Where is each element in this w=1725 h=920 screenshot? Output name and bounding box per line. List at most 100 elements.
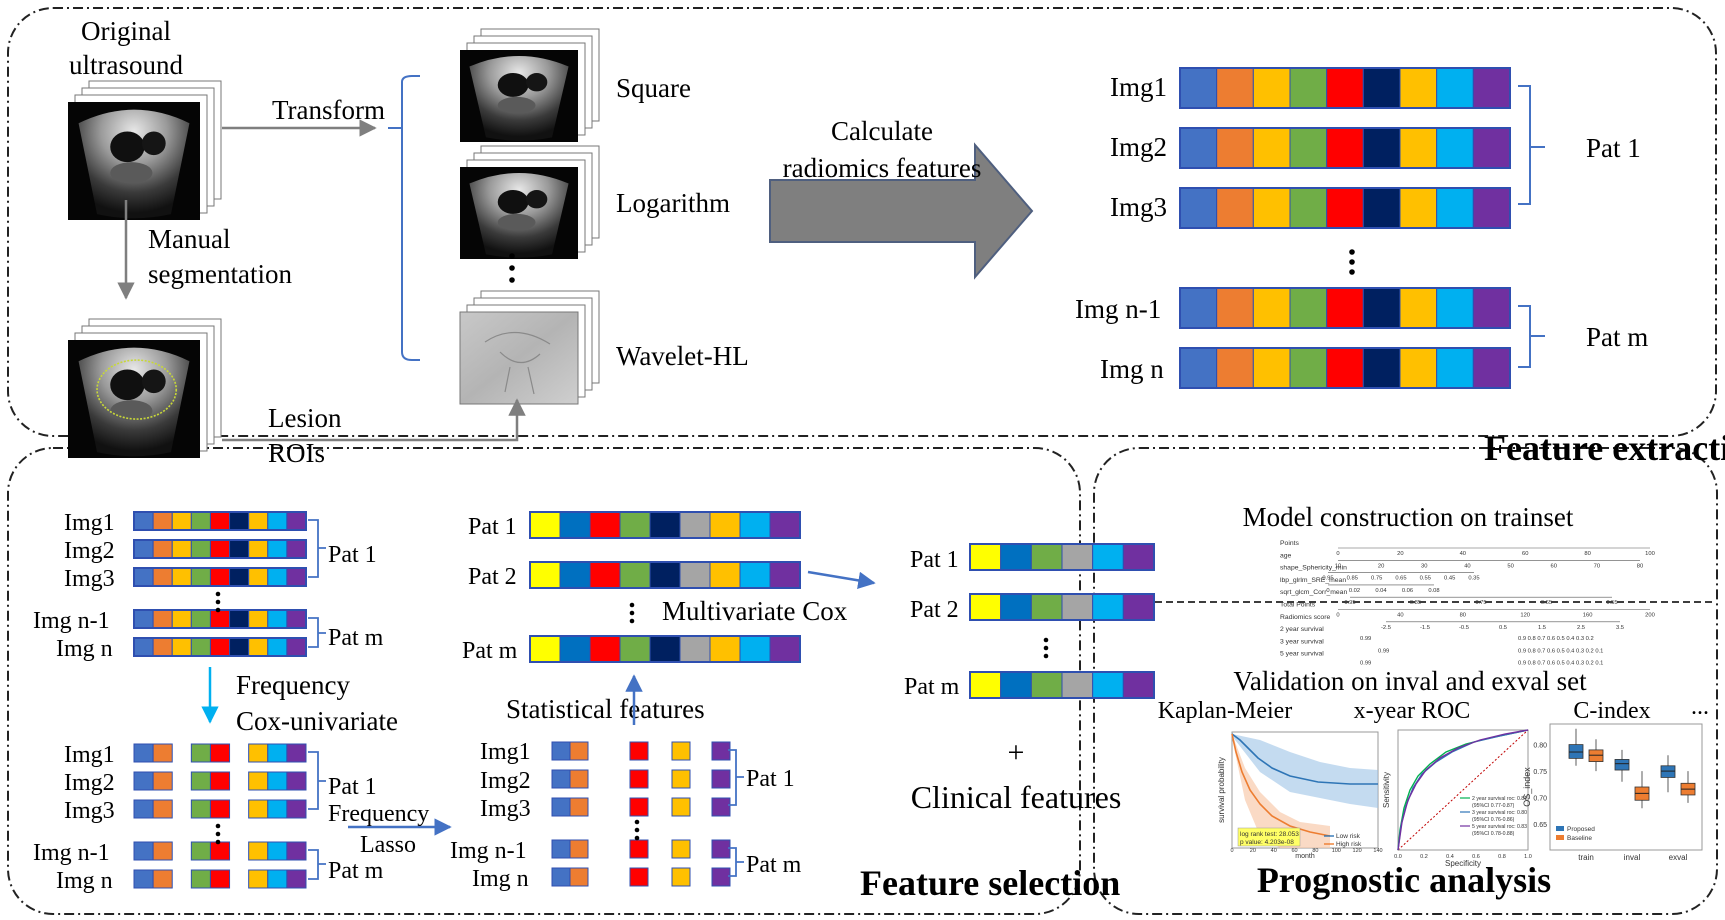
multivariate-patient-bars <box>529 511 801 663</box>
cox-pat1-label: Pat 1 <box>328 774 377 800</box>
nomogram-tick: 0.75 <box>1475 600 1486 606</box>
nomogram-tick: 40 <box>1460 551 1466 557</box>
original-ultrasound-image <box>68 102 200 220</box>
km-low-risk-curve <box>1231 733 1378 785</box>
sel-feature-bar-3 <box>133 567 307 587</box>
sel-feature-bar-1 <box>133 511 307 531</box>
ci-box-2 <box>1588 739 1604 772</box>
multi-pat2-label: Pat 2 <box>468 564 517 590</box>
km-logrank-box <box>1237 827 1301 847</box>
ci-group-label: train <box>1578 853 1594 862</box>
nomogram-tick: 70 <box>1594 563 1600 569</box>
nomogram-row-label: Total Points <box>1280 602 1316 609</box>
feature-selection-title: Feature selection <box>860 863 1120 903</box>
final-patm-label: Pat m <box>904 674 960 700</box>
km-x-tick: 140 <box>1373 848 1382 854</box>
nomogram-tick: -0.5 <box>1459 625 1469 631</box>
sel-feature-bar-4 <box>133 609 307 629</box>
nomogram-row-label: sqrt_glcm_Corr_mean <box>1280 589 1347 596</box>
nomogram-tick: 0.08 <box>1428 588 1439 594</box>
lasso-pat1-bracket <box>728 749 744 806</box>
lasso-ellipsis <box>634 819 640 841</box>
filter-square-label: Square <box>616 73 691 103</box>
cox-patm-bracket <box>308 849 326 880</box>
nomogram-tick: 1.5 <box>1538 625 1546 631</box>
cox-ellipsis <box>215 823 221 845</box>
nomogram-tick: 0.95 <box>1322 576 1333 582</box>
final-patient-bar-3 <box>969 671 1155 699</box>
km-x-tick: 100 <box>1332 848 1341 854</box>
filter-wavelet-label: Wavelet-HL <box>616 341 749 371</box>
lasso-patm-bracket <box>728 847 744 877</box>
extracted-feature-bars <box>1179 67 1511 389</box>
cox-patm-label: Pat m <box>328 858 384 884</box>
cox-feature-bar-2 <box>133 771 307 791</box>
nomogram-tick: 0.75 <box>1371 576 1382 582</box>
cox-feature-bar-3 <box>133 799 307 819</box>
nomogram-row-label: 2 year survival <box>1280 626 1324 633</box>
lasso-patm-label: Pat m <box>746 852 802 878</box>
nomogram-tick: 60 <box>1550 563 1556 569</box>
nomogram-row-label: age <box>1280 552 1292 559</box>
roc-legend-entry: (95%CI 0.78-0.88) <box>1472 831 1515 837</box>
freq-cox-label: Frequency <box>236 670 350 700</box>
nomogram-tick: 0.06 <box>1402 588 1413 594</box>
km-high-risk-curve <box>1231 733 1331 837</box>
lasso-img1-label: Img1 <box>480 739 531 765</box>
final-patient-bar-2 <box>969 593 1155 621</box>
ext-imgn1-label: Img n-1 <box>1075 294 1161 324</box>
ci-legend-baseline: Baseline <box>1567 835 1592 842</box>
nomogram-tick: 0.85 <box>1410 600 1421 606</box>
calculate-label-2: radiomics features <box>783 153 982 183</box>
nomogram-survival-start: 0.99 <box>1360 661 1371 667</box>
nomogram-tick: 10 <box>1335 563 1341 569</box>
filtered-image-stacks <box>459 28 600 405</box>
lasso-img3-label: Img3 <box>480 796 531 822</box>
final-patient-bar-1 <box>969 543 1155 571</box>
roc-legend-entry: 2 year survival roc: 0.81 <box>1472 796 1527 802</box>
roc-x-tick: 0.6 <box>1472 854 1480 860</box>
lasso-feature-bar-5 <box>551 867 731 887</box>
km-high-risk-ci <box>1232 734 1330 848</box>
ci-group-label: inval <box>1624 853 1641 862</box>
nomogram-tick: 0 <box>1326 588 1329 594</box>
nomogram-tick: 0.5 <box>1499 625 1507 631</box>
segmented-ultrasound-image <box>68 340 200 458</box>
validation-title: Validation on inval and exval set <box>1233 666 1587 696</box>
ext-ellipsis <box>1349 249 1355 275</box>
roc-diagonal <box>1397 729 1529 851</box>
nomogram-tick: 2.5 <box>1577 625 1585 631</box>
cindex-title: C-index <box>1573 698 1650 724</box>
ci-y-tick: 0.70 <box>1533 796 1547 803</box>
sel-pat1-bracket <box>308 519 326 578</box>
nomogram-row-label: lbp_glrlm_SRE_mean <box>1280 577 1346 584</box>
nomogram-tick: 0.02 <box>1349 588 1360 594</box>
nomogram-tick: -2.5 <box>1381 625 1391 631</box>
lasso-feature-bar-1 <box>551 741 731 761</box>
nomogram-tick: 0.55 <box>1420 576 1431 582</box>
ext-pat1-bracket <box>1518 85 1545 205</box>
sel-feature-bar-5 <box>133 637 307 657</box>
lasso-img2-label: Img2 <box>480 768 531 794</box>
ci-y-tick: 0.75 <box>1533 769 1547 776</box>
lasso-imgn-label: Img n <box>472 866 529 892</box>
nomogram-tick: 0.95 <box>1344 600 1355 606</box>
rois-label: ROIs <box>268 438 325 468</box>
nomogram-survival-ticks: 0.9 0.8 0.7 0.6 0.5 0.4 0.3 0.2 0.1 <box>1518 648 1603 654</box>
multi-patient-bar-2 <box>529 561 801 589</box>
final-pat1-label: Pat 1 <box>910 547 959 573</box>
lasso-filtered-feature-bars <box>551 741 731 887</box>
statistical-features-label: Statistical features <box>506 694 705 724</box>
ext-img3-label: Img3 <box>1110 192 1167 222</box>
nomogram-tick: 0.35 <box>1468 576 1479 582</box>
lasso-feature-bar-4 <box>551 839 731 859</box>
ci-ylabel: OS_index <box>1522 767 1532 807</box>
final-patient-bars <box>969 543 1155 699</box>
original-ultrasound-label: Original <box>81 16 171 46</box>
multi-pat1-label: Pat 1 <box>468 514 517 540</box>
transform-label: Transform <box>272 95 385 125</box>
lasso-feature-bar-3 <box>551 797 731 817</box>
multi-ellipsis <box>629 602 635 624</box>
ci-legend-proposed: Proposed <box>1567 826 1595 833</box>
cox-imgn1-label: Img n-1 <box>33 840 110 866</box>
